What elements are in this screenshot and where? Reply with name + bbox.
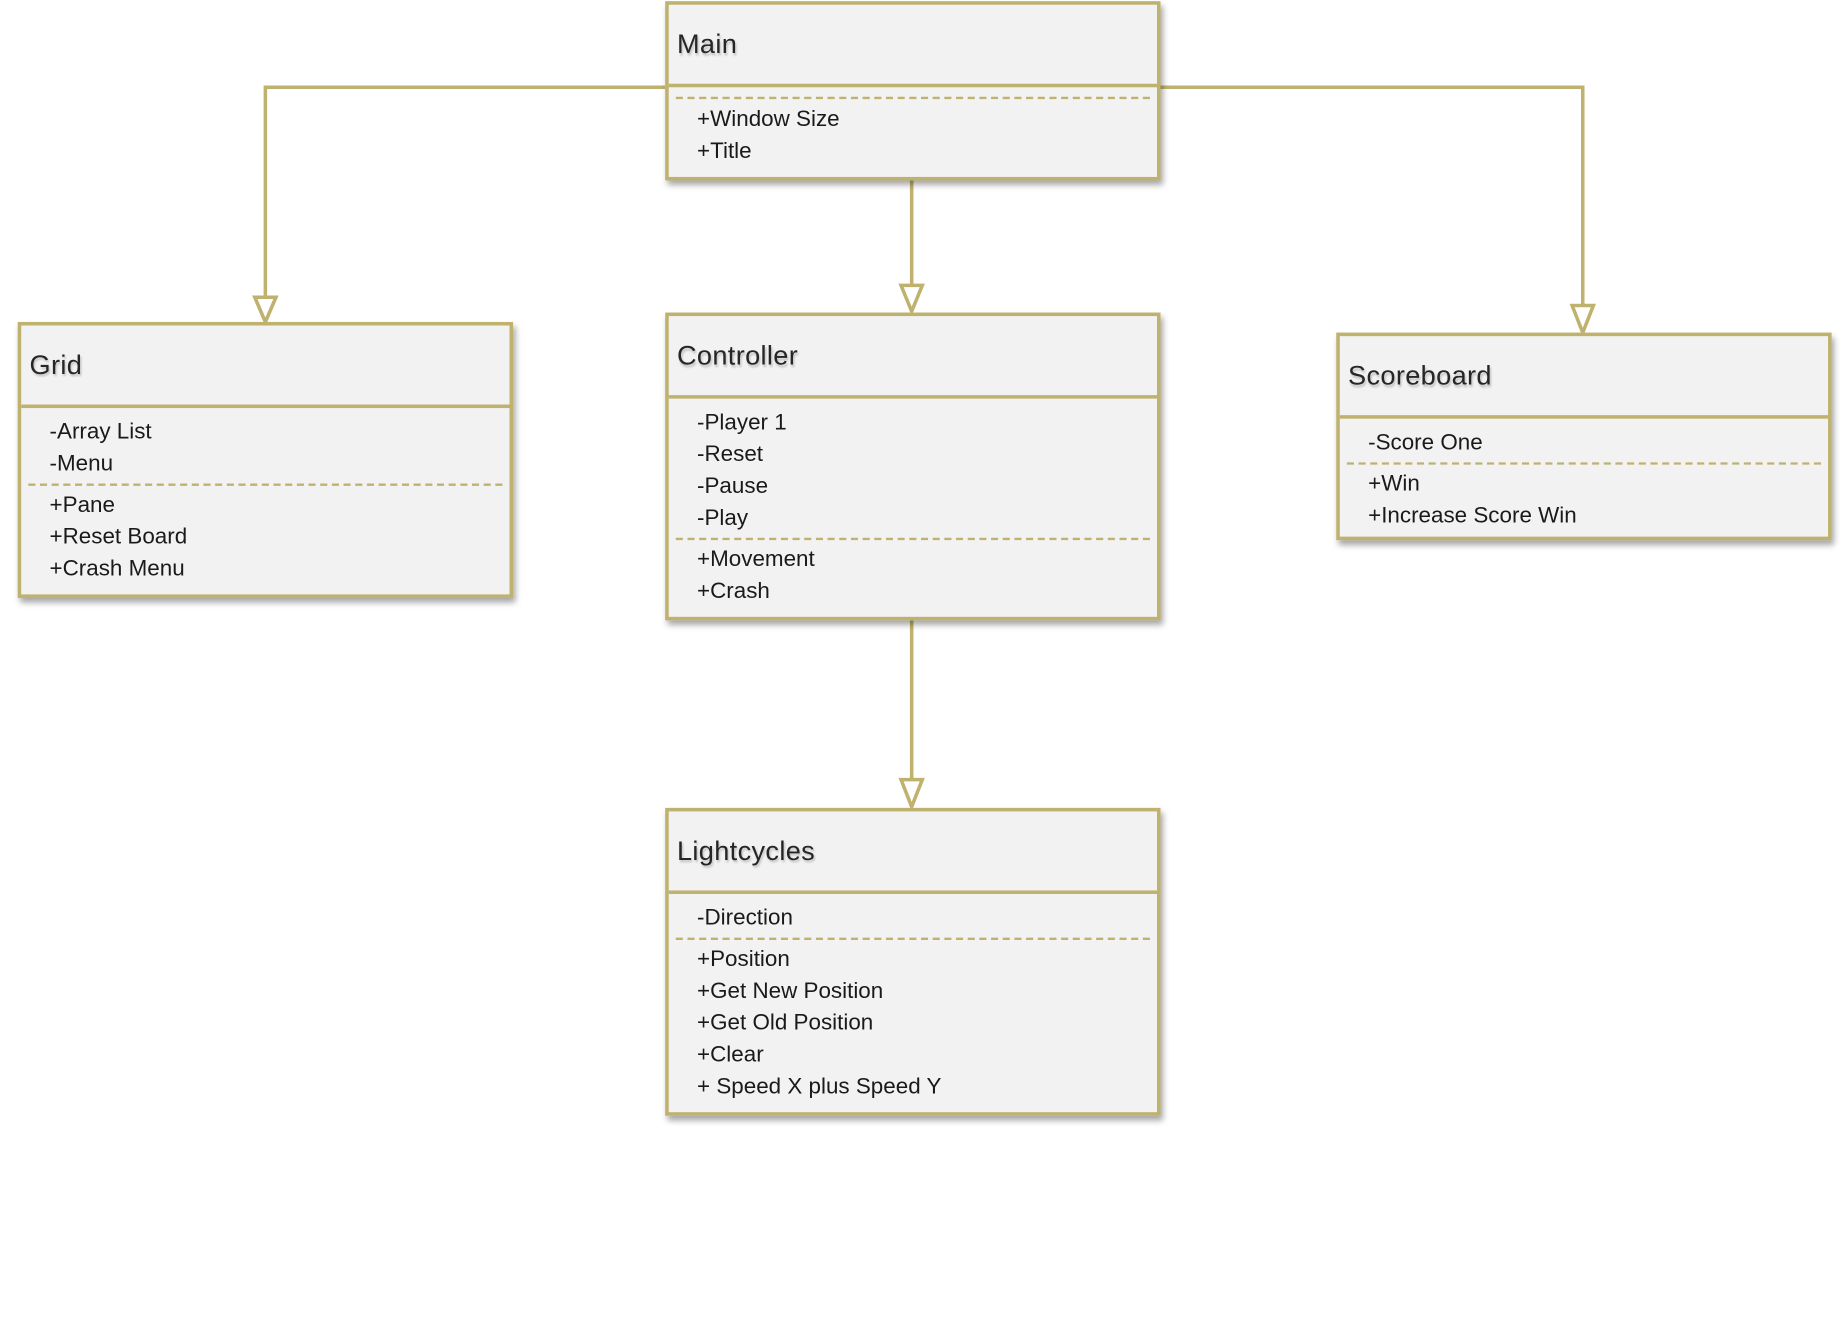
- class-name: Scoreboard: [1348, 359, 1492, 391]
- section-divider: [28, 483, 503, 486]
- operation-item: +Pane: [49, 492, 115, 518]
- attribute-item: -Play: [697, 505, 749, 531]
- operation-item: +Clear: [697, 1042, 764, 1068]
- operation-item: +Window Size: [697, 107, 840, 133]
- class-members: -Direction +Position +Get New Position +…: [669, 894, 1157, 1112]
- section-divider: [675, 96, 1150, 100]
- class-members: -Array List -Menu +Pane +Reset Board +Cr…: [21, 408, 509, 594]
- arrowhead-grid: [252, 295, 279, 327]
- operation-item: +Movement: [697, 547, 815, 573]
- attribute-item: -Menu: [49, 451, 114, 477]
- class-header: Controller: [668, 316, 1157, 399]
- operation-item: +Reset Board: [49, 524, 188, 550]
- operation-item: +Position: [697, 947, 790, 972]
- attributes-section: -Direction: [676, 902, 1150, 934]
- operation-item: +Increase Score Win: [1368, 503, 1577, 529]
- attribute-item: -Pause: [697, 474, 769, 499]
- attribute-item: -Player 1: [697, 410, 787, 436]
- class-name: Grid: [29, 349, 83, 380]
- arrowhead-lightcycles: [898, 777, 925, 812]
- class-name: Lightcycles: [676, 835, 816, 866]
- class-header: Main: [668, 5, 1157, 88]
- class-controller[interactable]: Controller -Player 1 -Reset -Pause -Play…: [665, 312, 1161, 621]
- operation-item: +Crash Menu: [49, 556, 185, 582]
- class-scoreboard[interactable]: Scoreboard -Score One +Win +Increase Sco…: [1336, 332, 1832, 541]
- class-members: -Score One +Win +Increase Score Win: [1340, 419, 1828, 537]
- attribute-item: -Array List: [49, 419, 152, 445]
- class-header: Scoreboard: [1339, 336, 1829, 419]
- class-lightcycles[interactable]: Lightcycles -Direction +Position +Get Ne…: [665, 807, 1161, 1116]
- operation-item: +Title: [697, 139, 752, 164]
- attributes-section: -Score One: [1347, 427, 1821, 459]
- attribute-item: -Reset: [697, 442, 764, 468]
- operation-item: + Speed X plus Speed Y: [697, 1074, 942, 1100]
- attribute-item: -Score One: [1368, 430, 1483, 456]
- arrowhead-scoreboard: [1569, 303, 1596, 338]
- operation-item: +Crash: [697, 579, 770, 604]
- operations-section: +Window Size +Title: [676, 104, 1150, 168]
- operation-item: +Win: [1368, 471, 1420, 497]
- section-divider: [675, 537, 1150, 541]
- class-members: -Player 1 -Reset -Pause -Play +Movement …: [669, 399, 1157, 617]
- operations-section: +Movement +Crash: [676, 544, 1150, 608]
- arrowhead-controller: [898, 283, 925, 317]
- attributes-section: -Array List -Menu: [28, 416, 502, 480]
- section-divider: [1346, 462, 1821, 465]
- operations-section: +Pane +Reset Board +Crash Menu: [28, 489, 502, 585]
- section-divider: [675, 937, 1150, 940]
- class-grid[interactable]: Grid -Array List -Menu +Pane +Reset Boar…: [17, 321, 514, 598]
- connector-main-scoreboard: [1159, 85, 1585, 308]
- operations-section: +Position +Get New Position +Get Old Pos…: [676, 944, 1150, 1103]
- connector-main-grid: [263, 85, 666, 300]
- operation-item: +Get Old Position: [697, 1010, 874, 1036]
- class-main[interactable]: Main +Window Size +Title: [665, 1, 1161, 181]
- class-header: Grid: [21, 326, 510, 409]
- operation-item: +Get New Position: [697, 978, 884, 1004]
- attributes-section: -Player 1 -Reset -Pause -Play: [676, 407, 1150, 534]
- class-members: +Window Size +Title: [669, 87, 1157, 177]
- class-header: Lightcycles: [668, 811, 1157, 894]
- class-name: Controller: [676, 339, 799, 371]
- connector-layer: [252, 85, 1596, 812]
- class-name: Main: [676, 28, 738, 59]
- attribute-item: -Direction: [697, 905, 793, 931]
- operations-section: +Win +Increase Score Win: [1347, 468, 1821, 532]
